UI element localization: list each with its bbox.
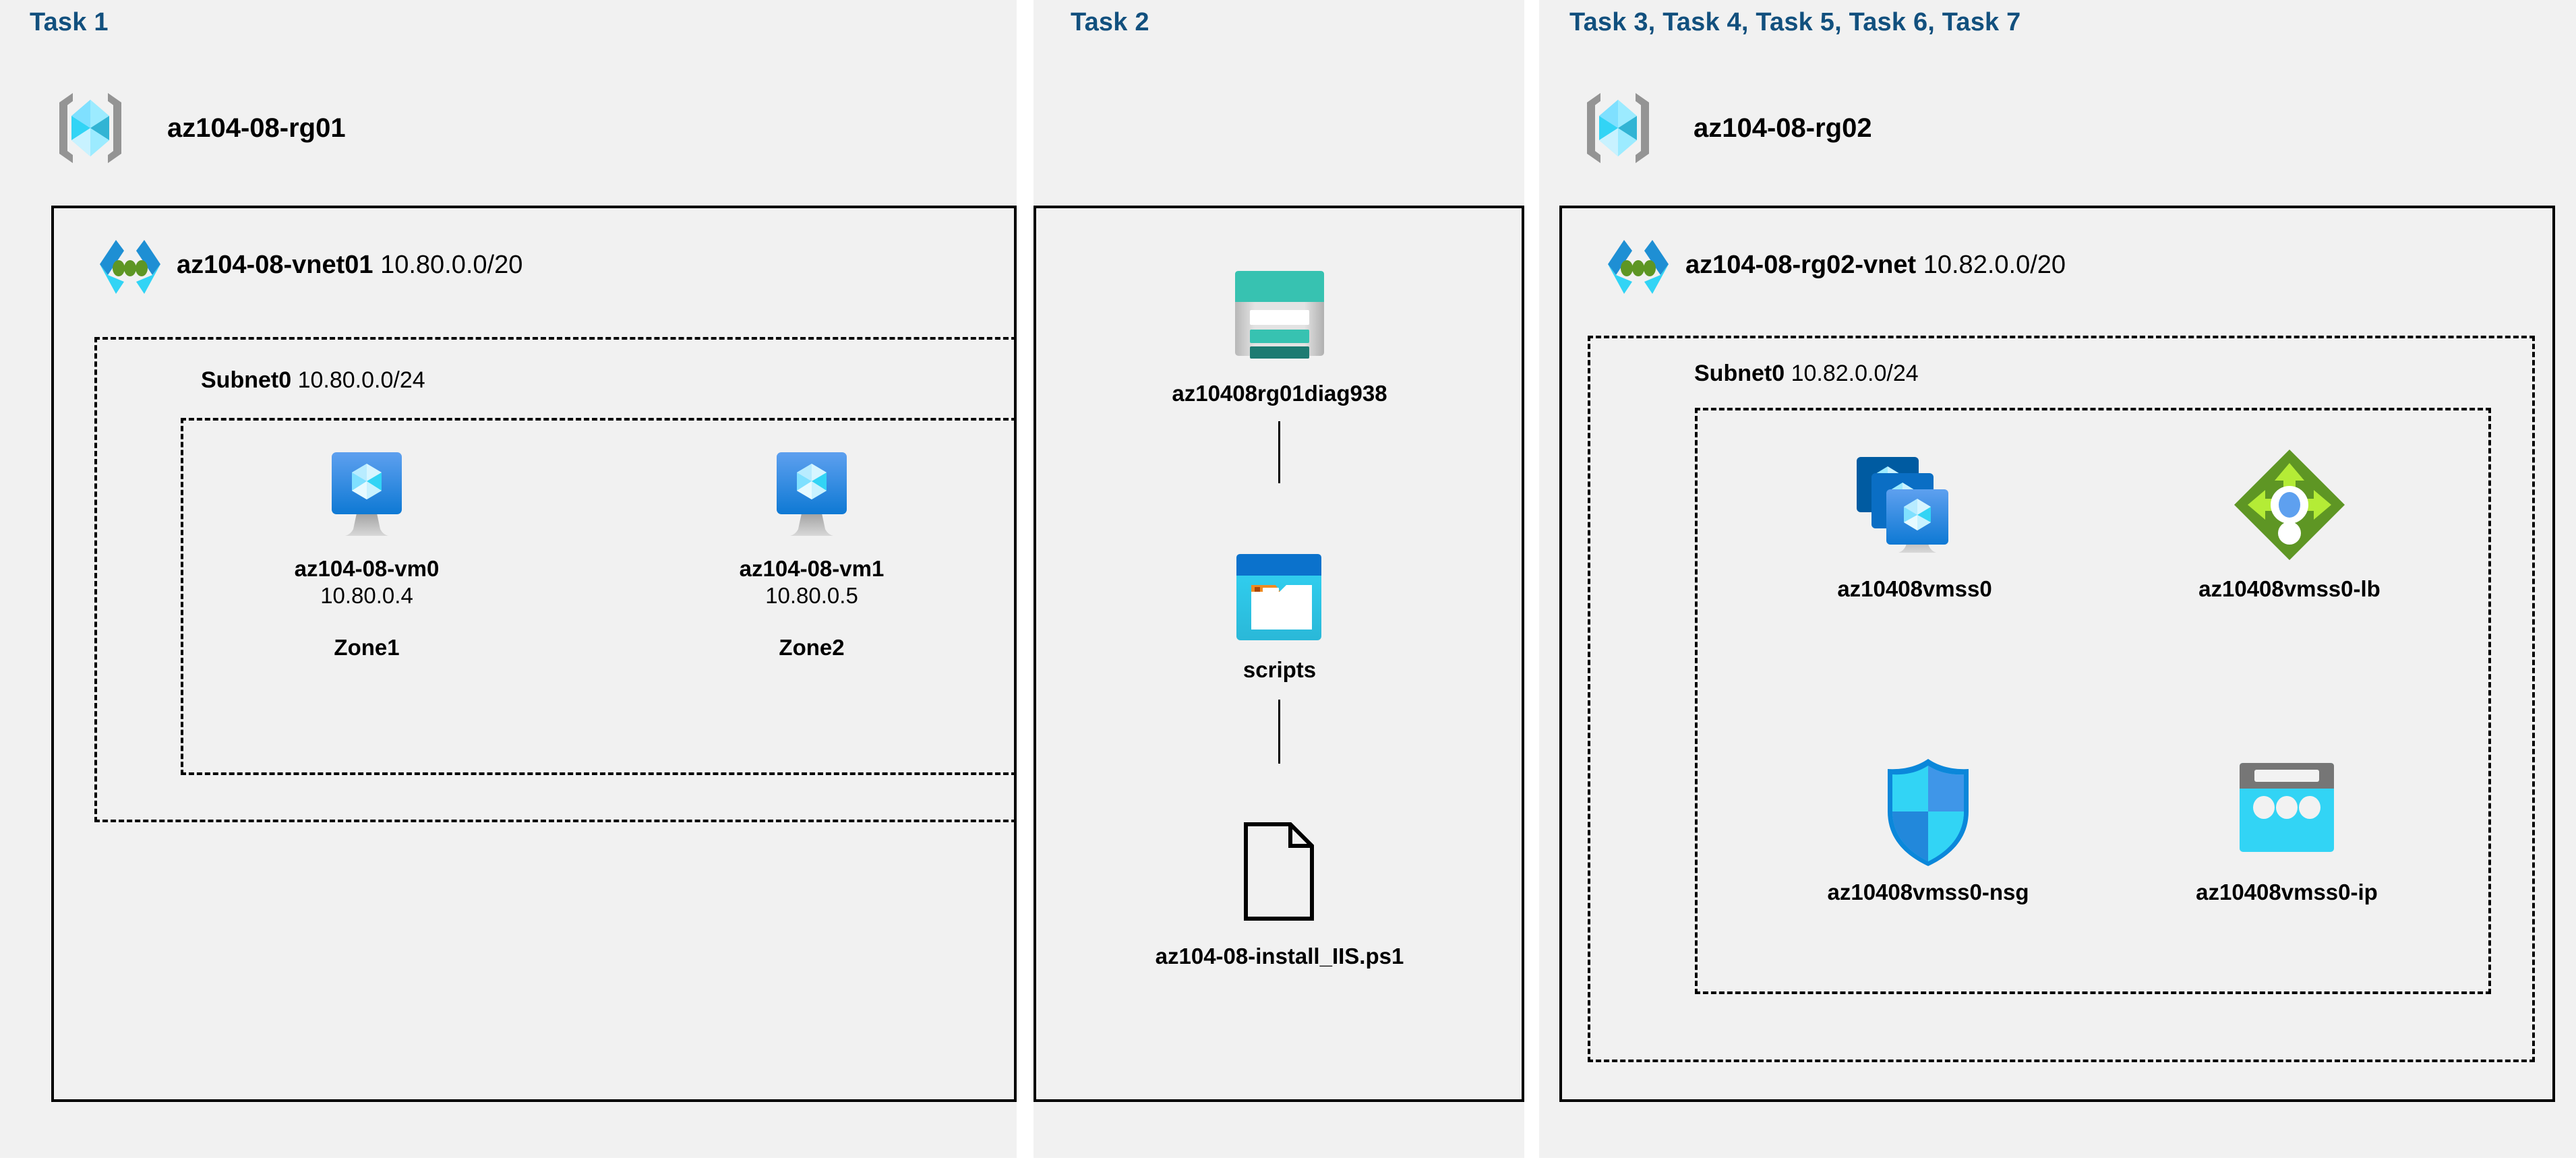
script-file-icon	[1242, 821, 1320, 922]
vmss-name: az10408vmss0	[1837, 576, 1992, 601]
task3-heading: Task 3, Task 4, Task 5, Task 6, Task 7	[1569, 8, 2021, 36]
task3-vnet-label: az104-08-rg02-vnet 10.82.0.0/20	[1685, 251, 2066, 279]
task1-resource-group-label: az104-08-rg01	[167, 113, 346, 143]
load-balancer-name: az10408vmss0-lb	[2198, 576, 2380, 601]
vm0-name: az104-08-vm0	[294, 556, 440, 581]
connector-container-to-script	[1278, 700, 1280, 764]
script-file-name: az104-08-install_IIS.ps1	[1155, 944, 1404, 969]
storage-account-name: az10408rg01diag938	[1172, 381, 1387, 406]
task3-subnet-label: Subnet0 10.82.0.0/24	[1694, 361, 1919, 386]
vm1-zone: Zone2	[779, 634, 845, 660]
storage-account-icon	[1226, 263, 1334, 364]
task1-heading: Task 1	[30, 8, 109, 36]
virtual-network-icon	[93, 237, 167, 302]
task1-vm0-node: az104-08-vm0 10.80.0.4 Zone1	[225, 556, 508, 661]
virtual-machine-icon	[326, 448, 407, 543]
virtual-network-icon	[1601, 237, 1675, 302]
task3-nsg-node: az10408vmss0-nsg	[1766, 880, 2090, 905]
vm1-name: az104-08-vm1	[739, 556, 885, 581]
task1-vnet-label: az104-08-vnet01 10.80.0.0/20	[177, 251, 523, 279]
blob-container-icon	[1227, 547, 1331, 647]
resource-group-icon	[50, 88, 131, 168]
network-security-group-icon	[1881, 756, 1975, 869]
task3-panel	[1539, 0, 2576, 1158]
task3-lb-node: az10408vmss0-lb	[2128, 576, 2451, 602]
task3-vmss-node: az10408vmss0	[1753, 576, 2076, 602]
task3-resources-box	[1695, 408, 2491, 994]
task1-vm1-node: az104-08-vm1 10.80.0.5 Zone2	[670, 556, 953, 661]
vm0-ip: 10.80.0.4	[320, 582, 413, 608]
vm0-zone: Zone1	[334, 634, 400, 660]
task1-zone-box	[181, 418, 1017, 775]
public-ip-address-icon	[2237, 760, 2337, 855]
task2-content-box	[1034, 206, 1524, 1102]
nsg-name: az10408vmss0-nsg	[1827, 880, 2029, 904]
task3-subnet-box	[1588, 336, 2535, 1062]
task3-vnet-box	[1559, 206, 2555, 1102]
task2-heading: Task 2	[1071, 8, 1149, 36]
task3-resource-group-label: az104-08-rg02	[1694, 113, 1872, 143]
task2-container-node: scripts	[1060, 657, 1499, 683]
load-balancer-icon	[2231, 447, 2347, 563]
resource-group-icon	[1578, 88, 1658, 168]
task1-panel	[0, 0, 1017, 1158]
public-ip-name: az10408vmss0-ip	[2196, 880, 2378, 904]
task2-storage-node: az10408rg01diag938	[1060, 381, 1499, 406]
vm-scale-set-icon	[1853, 453, 1974, 564]
connector-storage-to-container	[1278, 421, 1280, 483]
blob-container-name: scripts	[1242, 657, 1317, 682]
task3-publicip-node: az10408vmss0-ip	[2125, 880, 2449, 905]
virtual-machine-icon	[771, 448, 852, 543]
task1-subnet-label: Subnet0 10.80.0.0/24	[201, 367, 425, 393]
task2-script-node: az104-08-install_IIS.ps1	[1047, 944, 1512, 969]
vm1-ip: 10.80.0.5	[765, 582, 858, 608]
